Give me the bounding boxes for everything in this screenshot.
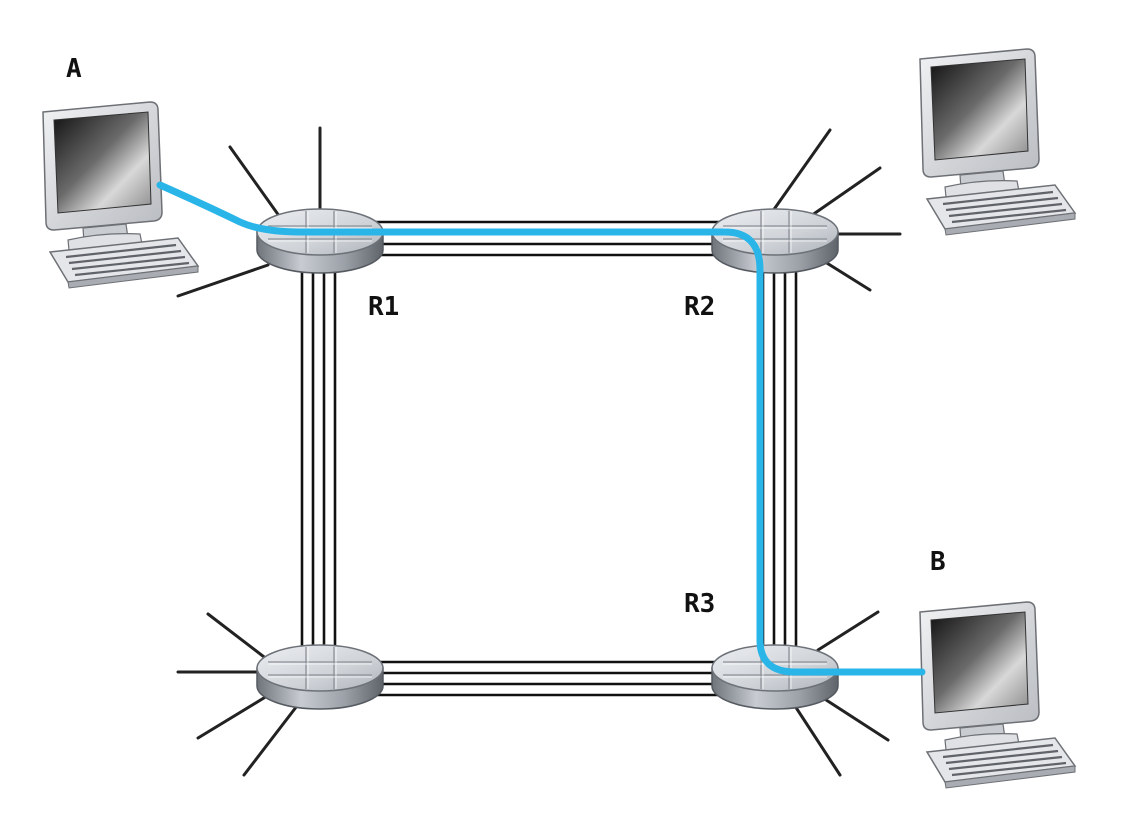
- path-a-to-b: [156, 181, 926, 676]
- router-r1-icon: [256, 208, 384, 274]
- link-r1-r4: [299, 240, 339, 675]
- host-a-label: A: [66, 54, 82, 84]
- host-b-label: B: [930, 547, 946, 577]
- host-b-icon: [918, 600, 1077, 790]
- link-r4-r3: [320, 658, 775, 698]
- r3-spokes: [793, 610, 890, 777]
- router-r1-label: R1: [368, 292, 399, 322]
- r2-spokes: [768, 128, 902, 292]
- r1-spokes: [176, 126, 322, 298]
- router-r2-icon: [711, 208, 839, 274]
- router-r3-icon: [711, 644, 839, 710]
- router-r3-label: R3: [684, 589, 715, 619]
- link-r2-r3: [760, 240, 800, 675]
- r4-spokes: [176, 612, 302, 777]
- link-r1-r2: [320, 218, 775, 258]
- router-r4-icon: [256, 644, 384, 710]
- router-r2-label: R2: [684, 292, 715, 322]
- host-top-right-icon: [918, 47, 1077, 237]
